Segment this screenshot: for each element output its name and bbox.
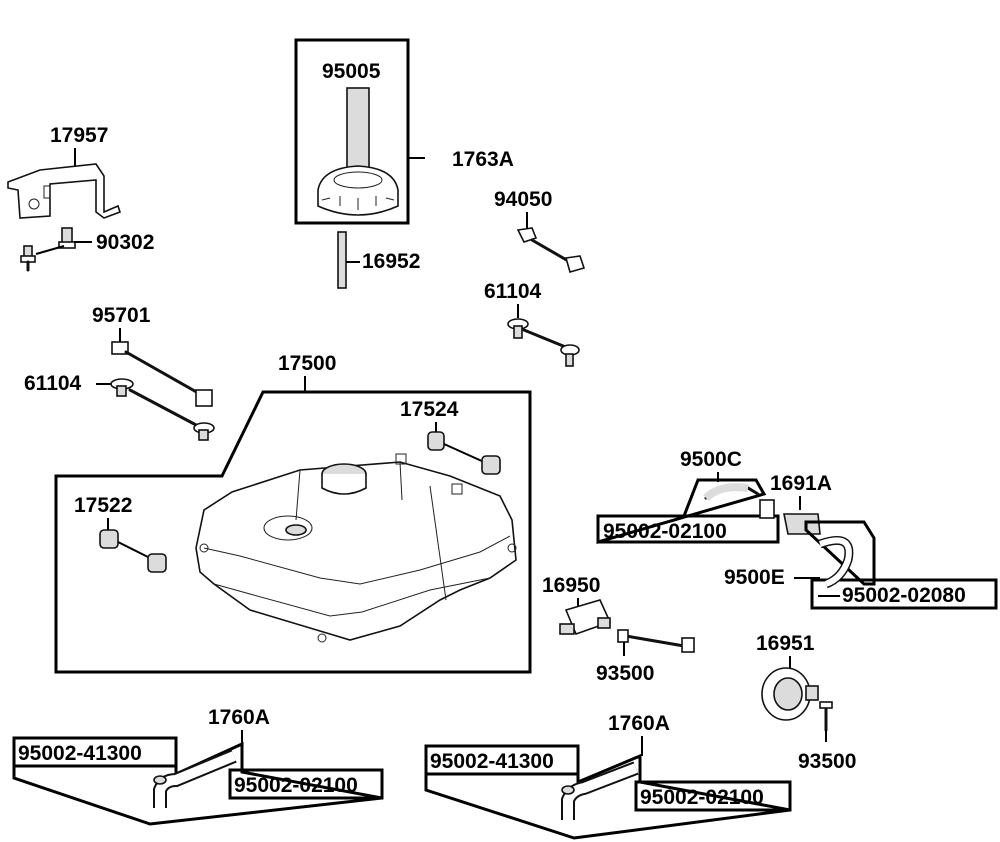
- filter-hose-group: 9500C 95002-02100 1691A 9500E 95002-0208…: [596, 448, 998, 610]
- label-95002-41300-left: 95002-41300: [18, 742, 142, 765]
- rubber-mount-icon: [427, 431, 445, 451]
- label-1760a-right: 1760A: [608, 712, 670, 735]
- hose-1760a-left: 1760A 95002-41300 95002-02100: [12, 706, 384, 826]
- hose-icon-2: [819, 537, 852, 587]
- rubber-17524: 17524: [400, 398, 501, 475]
- nut-icon-2: [564, 255, 586, 273]
- label-90302: 90302: [96, 231, 154, 254]
- label-95002-41300-right: 95002-41300: [430, 750, 554, 773]
- fuel-pump-group: 16951 93500: [756, 632, 856, 773]
- hose-1760a-right: 1760A 95002-41300 95002-02100: [424, 712, 792, 840]
- bracket-icon: [7, 163, 122, 219]
- label-17500: 17500: [278, 352, 336, 375]
- label-16950: 16950: [542, 574, 600, 597]
- fuel-cap-frame: [294, 38, 410, 225]
- label-94050: 94050: [494, 188, 552, 211]
- label-95701: 95701: [92, 304, 151, 327]
- screw-icon: [617, 629, 629, 643]
- label-1691a: 1691A: [770, 472, 832, 495]
- label-17524: 17524: [400, 398, 459, 421]
- fuel-gauge-rod: [346, 87, 370, 174]
- bolt-head-icon: [111, 341, 129, 355]
- label-16951: 16951: [756, 632, 815, 655]
- label-61104-right: 61104: [484, 280, 542, 303]
- label-95002-02100-right: 95002-02100: [640, 786, 764, 809]
- label-17522: 17522: [74, 494, 132, 517]
- label-9500e: 9500E: [724, 566, 785, 589]
- fuel-cock-group: 16950 93500: [542, 574, 695, 685]
- bolt-icon: [20, 227, 76, 272]
- label-1763a: 1763A: [452, 148, 514, 171]
- label-93500-center: 93500: [596, 662, 654, 685]
- label-93500-right: 93500: [798, 750, 856, 773]
- label-17957: 17957: [50, 124, 108, 147]
- label-95002-02080: 95002-02080: [842, 584, 966, 607]
- fuel-filter-icon: [783, 513, 821, 535]
- fuel-tank-assembly: 17500: [54, 352, 532, 674]
- label-61104-left: 61104: [24, 372, 82, 395]
- label-95002-02100-left: 95002-02100: [234, 774, 358, 797]
- upper-right-fasteners: 94050 61104: [484, 188, 586, 367]
- rubber-17522: 17522: [74, 494, 167, 573]
- fuel-hose-icon: [155, 751, 236, 808]
- left-fasteners: 95701 61104: [24, 304, 215, 441]
- label-9500c: 9500C: [680, 448, 742, 471]
- label-95005: 95005: [322, 60, 381, 83]
- label-1760a-left: 1760A: [208, 706, 270, 729]
- hose-9500e-frame: [804, 520, 876, 586]
- label-16952: 16952: [362, 250, 420, 273]
- bracket-group: 17957 90302: [7, 124, 154, 272]
- fuel-tank-frame: [54, 390, 532, 674]
- pin-16952: 16952: [337, 231, 420, 289]
- pin-icon: [337, 231, 347, 289]
- rubber-mount-icon-2: [99, 529, 119, 549]
- fuel-cap-assembly: 95005 1763A: [294, 38, 514, 225]
- nut-icon: [516, 227, 538, 243]
- label-95002-02100-upper: 95002-02100: [603, 520, 727, 543]
- fuel-cap-icon: [317, 165, 399, 216]
